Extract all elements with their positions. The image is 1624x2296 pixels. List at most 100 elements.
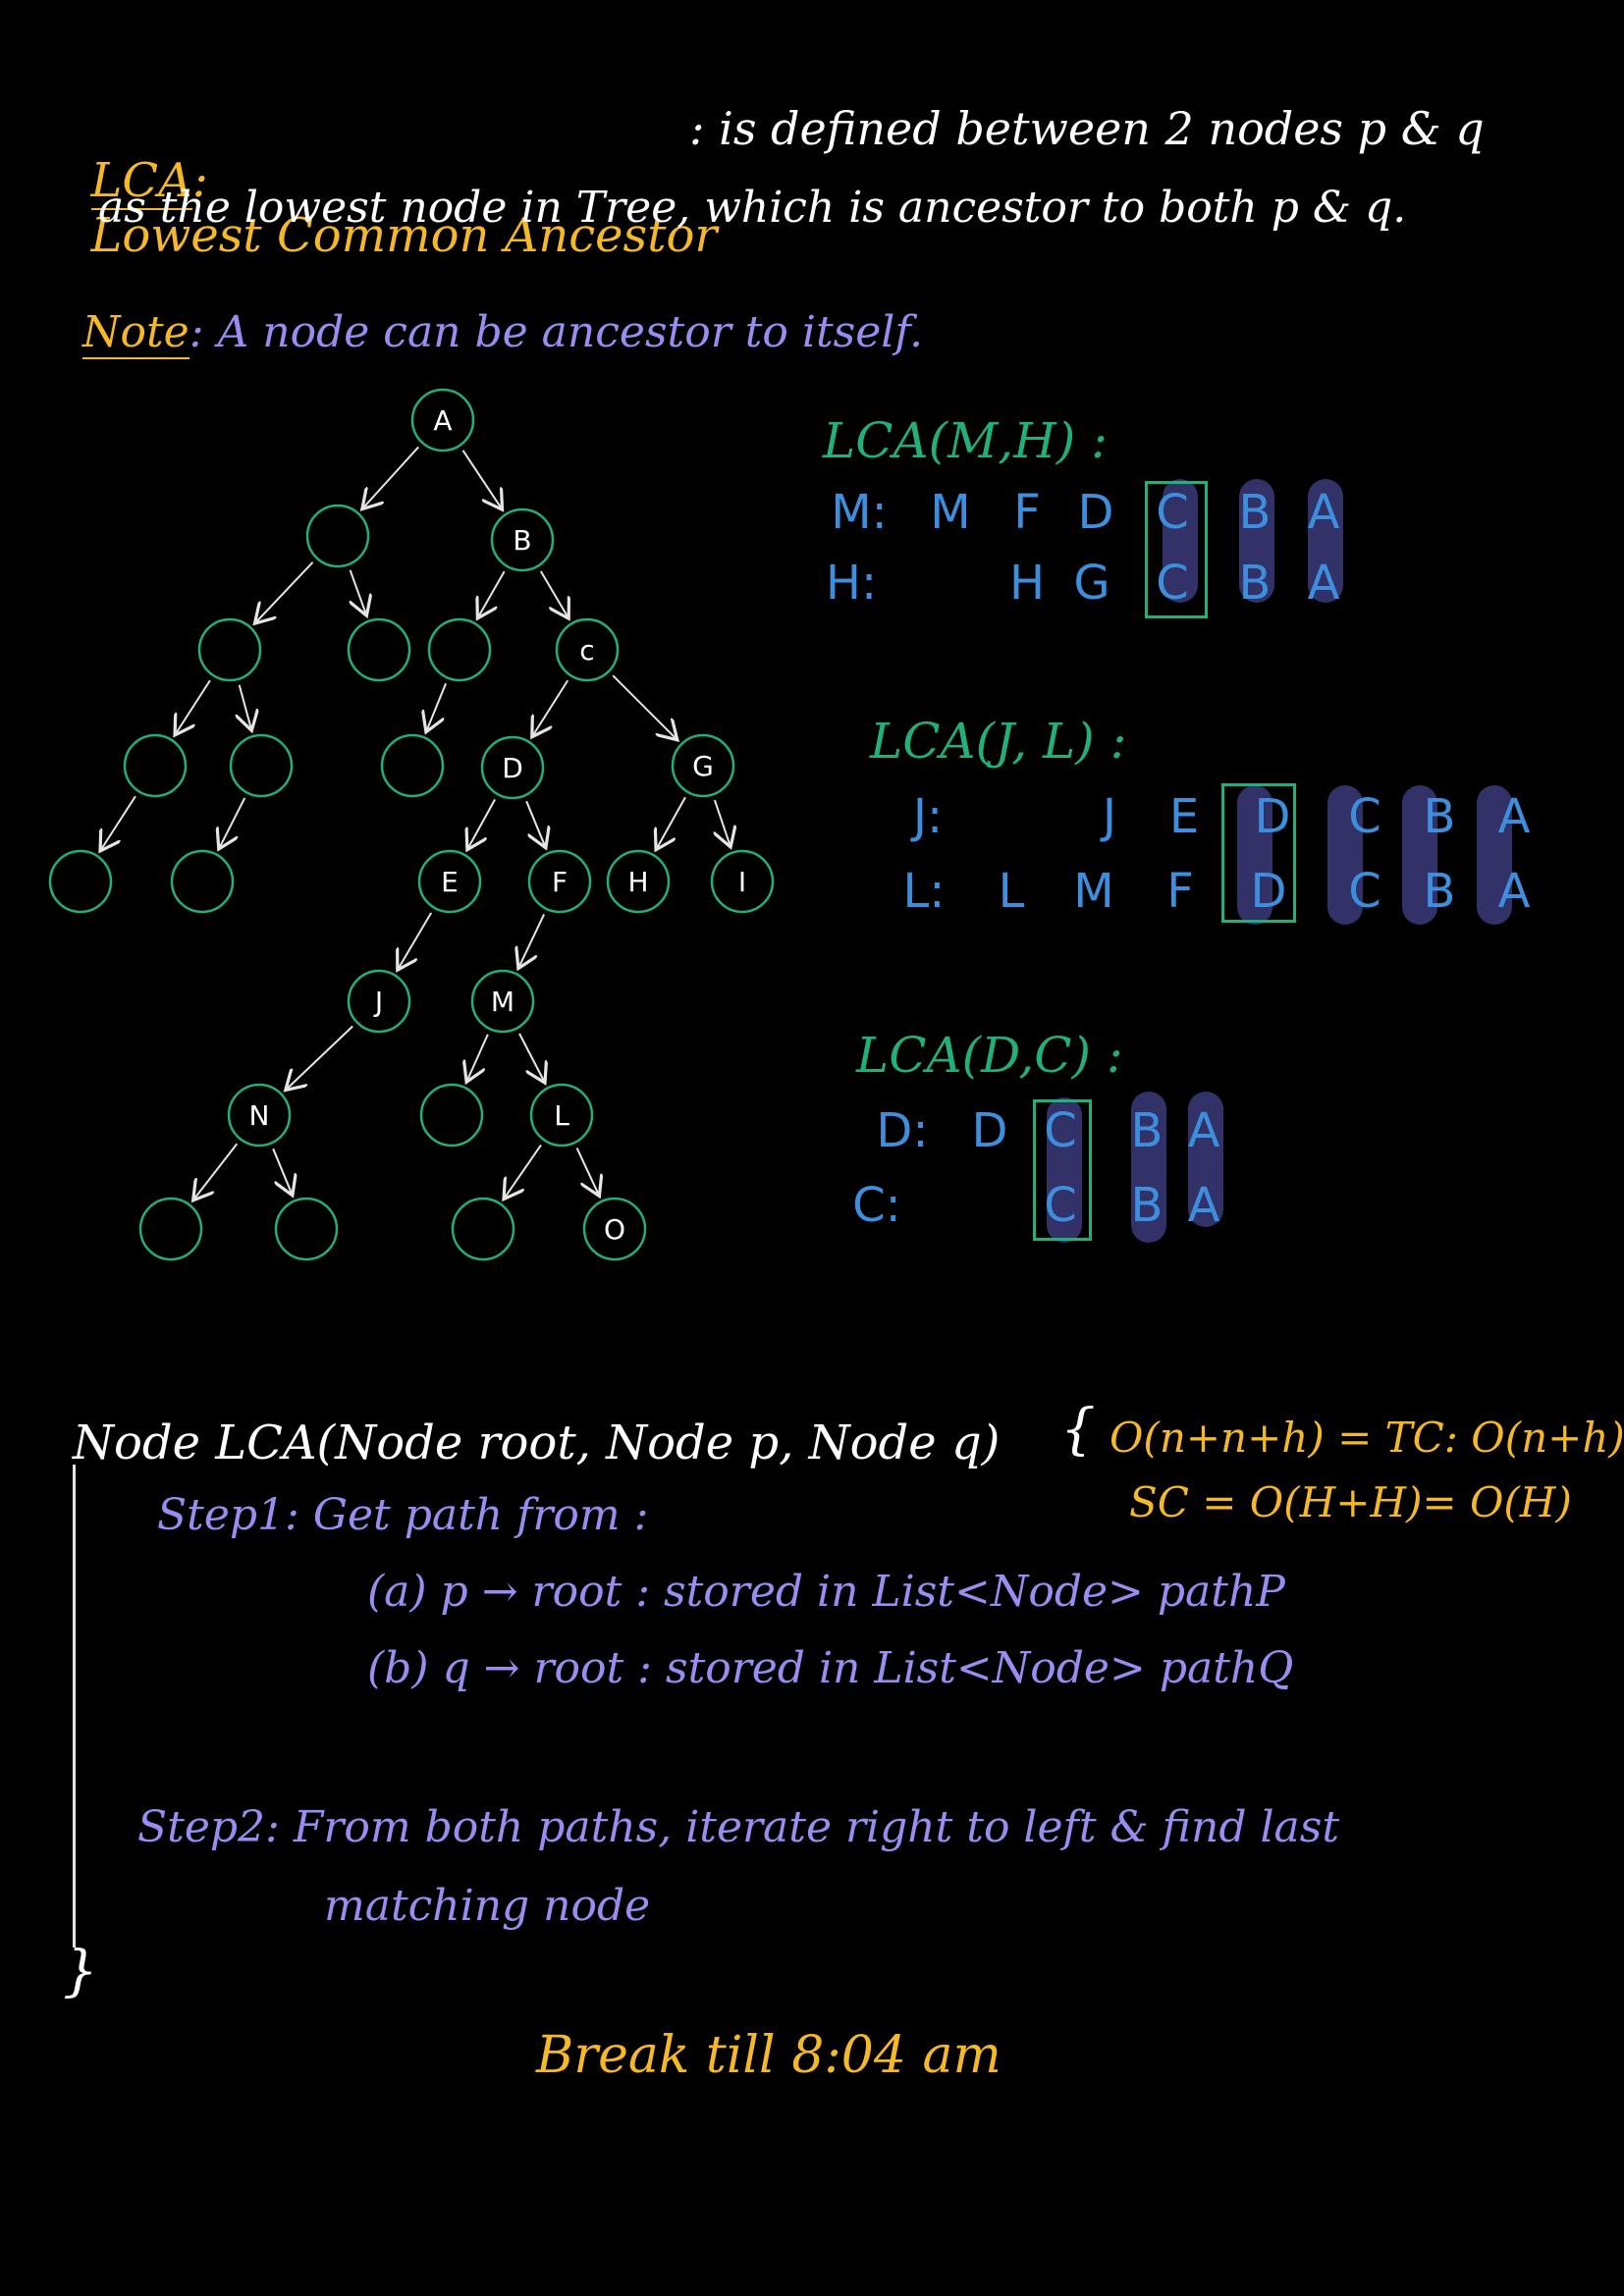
- path-node: C: [1348, 864, 1381, 919]
- highlight-B: [1239, 479, 1274, 603]
- highlight-A: [1188, 1092, 1223, 1227]
- path-node: G: [1073, 556, 1110, 611]
- path-node: F: [1166, 864, 1194, 919]
- example-2-title: LCA(J, L) :: [870, 713, 1127, 770]
- highlight-C: [1327, 785, 1363, 925]
- tree-node-label-I: I: [738, 866, 746, 898]
- tree-node-label-H: H: [627, 866, 648, 898]
- step1-b: (b) q → root : stored in List<Node> path…: [367, 1643, 1294, 1693]
- highlight-B: [1131, 1092, 1166, 1243]
- tree-node-n5: [123, 733, 188, 798]
- path-node: B: [1423, 789, 1456, 844]
- row-label: H:: [825, 556, 878, 611]
- path-node: A: [1497, 789, 1531, 844]
- tree-node-n2: [197, 617, 262, 682]
- path-node: A: [1187, 1178, 1220, 1233]
- tree-node-n7: [380, 733, 445, 798]
- tree-edge-M-n10: [466, 1034, 489, 1082]
- tree-node-label-N: N: [249, 1099, 270, 1132]
- tree-edge-A-B: [461, 450, 502, 509]
- row-label: L:: [902, 864, 946, 919]
- tree-node-G: [671, 733, 735, 798]
- path-node: C: [1044, 1103, 1077, 1158]
- tree-edge-L-O: [575, 1148, 600, 1197]
- path-node: H: [1008, 556, 1046, 611]
- path-node: B: [1130, 1103, 1164, 1158]
- step1-heading: Step1: Get path from :: [157, 1490, 649, 1540]
- tree-node-I: [710, 849, 775, 914]
- tree-edge-n1-n2: [254, 561, 314, 623]
- path-node: A: [1187, 1103, 1220, 1158]
- tree-node-label-M: M: [491, 986, 514, 1018]
- lca-box-C: [1033, 1099, 1092, 1241]
- tree-node-A: [410, 388, 475, 453]
- highlight-A: [1308, 479, 1343, 603]
- tree-node-label-B: B: [513, 524, 531, 557]
- tree-node-label-D: D: [502, 752, 523, 784]
- code-block-line: [73, 1465, 76, 1948]
- tree-node-n9: [170, 849, 235, 914]
- tree-edge-E-J: [398, 912, 433, 970]
- tree-node-label-G: G: [692, 750, 714, 782]
- tree-edge-B-C: [539, 570, 568, 618]
- break-note: Break till 8:04 am: [536, 2026, 1001, 2085]
- tree-node-n1: [305, 504, 370, 568]
- tree-node-label-E: E: [441, 866, 459, 898]
- tree-edge-C-D: [532, 679, 569, 736]
- highlight-A: [1477, 785, 1512, 925]
- note-label: Note: [81, 307, 189, 359]
- path-node: A: [1307, 485, 1340, 540]
- tree-edge-L-n13: [504, 1144, 542, 1199]
- tree-node-label-O: O: [604, 1213, 625, 1246]
- path-node: C: [1348, 789, 1381, 844]
- space-complexity: SC = O(H+H)= O(H): [1129, 1478, 1572, 1526]
- tree-edge-A-n1: [362, 446, 419, 508]
- row-label: C:: [852, 1178, 901, 1233]
- highlight-C: [1163, 479, 1198, 603]
- tree-node-B: [490, 507, 555, 572]
- path-node: E: [1168, 789, 1200, 844]
- path-node: M: [1073, 864, 1114, 919]
- tree-node-M: [470, 969, 535, 1034]
- path-node: M: [930, 485, 971, 540]
- step2-heading: Step2: From both paths, iterate right to…: [137, 1802, 1340, 1852]
- path-node: B: [1130, 1178, 1164, 1233]
- step1-a: (a) p → root : stored in List<Node> path…: [367, 1567, 1285, 1617]
- tree-edge-n4-n7: [426, 682, 447, 731]
- step2-continuation: matching node: [324, 1881, 651, 1931]
- tree-edge-M-L: [518, 1033, 545, 1083]
- tree-edge-D-E: [467, 798, 497, 849]
- tree-node-n11: [138, 1197, 203, 1261]
- tree-edge-G-I: [715, 799, 731, 847]
- example-1-title: LCA(M,H) :: [823, 412, 1109, 469]
- definition-line-1: : is defined between 2 nodes p & q: [689, 102, 1485, 155]
- path-node: A: [1307, 556, 1340, 611]
- path-node: C: [1156, 485, 1189, 540]
- lca-box-D: [1221, 783, 1296, 923]
- tree-edge-B-n4: [477, 570, 506, 618]
- tree-node-label-F: F: [552, 866, 568, 898]
- definition-line-2: as the lowest node in Tree, which is anc…: [98, 183, 1407, 233]
- path-node: C: [1156, 556, 1189, 611]
- path-node: L: [998, 864, 1025, 919]
- example-3-title: LCA(D,C) :: [856, 1027, 1123, 1084]
- tree-node-n10: [419, 1083, 484, 1148]
- highlight-C: [1047, 1097, 1082, 1243]
- tree-node-C: [555, 617, 620, 682]
- tree-node-label-L: L: [554, 1099, 569, 1132]
- tree-edge-J-N: [286, 1025, 353, 1090]
- tree-edge-C-G: [612, 674, 677, 740]
- path-node: D: [1254, 789, 1291, 844]
- tree-node-L: [529, 1083, 594, 1148]
- tree-node-J: [347, 969, 411, 1034]
- path-node: A: [1497, 864, 1531, 919]
- tree-node-n8: [48, 849, 113, 914]
- tree-edge-D-F: [525, 800, 546, 848]
- path-node: B: [1238, 556, 1272, 611]
- time-complexity: O(n+n+h) = TC: O(n+h): [1110, 1414, 1624, 1462]
- path-node: D: [971, 1103, 1008, 1158]
- lca-box-C: [1145, 481, 1208, 618]
- tree-edge-n2-n5: [175, 679, 211, 735]
- row-label: J:: [912, 789, 944, 844]
